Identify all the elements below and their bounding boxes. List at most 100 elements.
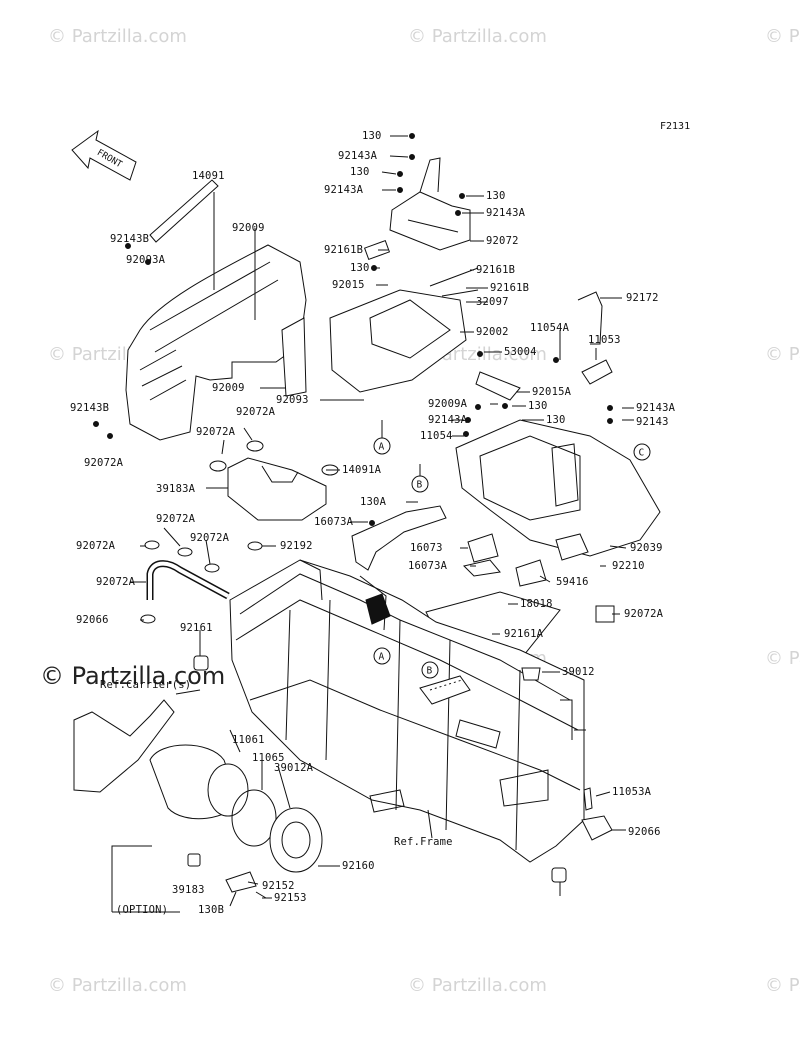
callout-a: A — [379, 652, 385, 663]
part-label: 92160 — [342, 860, 375, 872]
part-label: 92002 — [476, 326, 509, 338]
part-label: 130 — [350, 166, 370, 178]
part-label: 92072A — [96, 576, 136, 588]
watermark: © Partzilla.com — [765, 648, 800, 669]
part-label: 92153 — [274, 892, 307, 904]
bracket-11054a — [581, 359, 613, 385]
part-label: 92015 — [332, 279, 365, 291]
pad-16073a-left — [467, 533, 499, 563]
tray-32097 — [329, 289, 467, 393]
part-label: 92161B — [324, 244, 364, 256]
pad-59416-small — [555, 533, 589, 561]
ref-carrier-label: Ref.Carrier(s) — [100, 679, 192, 691]
part-label: 92143A — [338, 150, 378, 162]
part-label: 39012 — [562, 666, 595, 678]
part-label: 92039 — [630, 542, 663, 554]
leader-lines — [130, 135, 634, 907]
part-label: 92210 — [612, 560, 645, 572]
part-label: 16073A — [408, 560, 448, 572]
part-label: 130 — [528, 400, 548, 412]
watermark: © Partzilla.com — [765, 344, 800, 365]
part-label: 16073A — [314, 516, 354, 528]
nut-92066-top — [193, 655, 209, 671]
bracket-11054 — [351, 505, 447, 571]
callout-circles — [373, 420, 651, 679]
bracket-92072 — [389, 191, 471, 251]
part-label: 14091A — [342, 464, 382, 476]
part-label: 92009A — [428, 398, 468, 410]
bracket-39183a — [577, 291, 603, 345]
callout-a: A — [379, 442, 385, 453]
part-label: 130A — [360, 496, 387, 508]
part-label: 39012A — [274, 762, 314, 774]
part-label: 92072 — [486, 235, 519, 247]
watermark: © Partzilla.com — [765, 975, 800, 996]
part-label: 11053 — [588, 334, 621, 346]
front-arrow-icon — [71, 129, 137, 181]
part-label: 92143A — [324, 184, 364, 196]
box-59416 — [455, 419, 661, 557]
part-label: 130B — [198, 904, 225, 916]
cap-92161a — [595, 605, 615, 623]
part-label: 92072A — [624, 608, 664, 620]
part-label: 53004 — [504, 346, 537, 358]
bolt-92153 — [583, 787, 593, 811]
guard-14091 — [125, 244, 307, 441]
pad-16073 — [463, 559, 501, 577]
seal-strip-92093a — [281, 317, 307, 397]
part-label: 39183A — [156, 483, 196, 495]
callout-c: C — [639, 448, 645, 459]
part-label: 92161A — [504, 628, 544, 640]
part-label: 92072A — [156, 513, 196, 525]
option-label: (OPTION) — [116, 904, 169, 916]
part-label: 92015A — [532, 386, 572, 398]
ref-frame-label: Ref.Frame — [394, 836, 453, 848]
watermark: © Partzilla.com — [48, 26, 187, 47]
part-label: 92172 — [626, 292, 659, 304]
nut-92066-bottom — [551, 867, 567, 883]
part-label: 130 — [362, 130, 382, 142]
part-label: 92093A — [126, 254, 166, 266]
watermark: © Partzilla.com — [408, 975, 547, 996]
watermark: © Partzilla.com — [48, 975, 187, 996]
part-label: 92072A — [236, 406, 276, 418]
part-label: 92066 — [628, 826, 661, 838]
cap-11065 — [269, 807, 323, 873]
part-label: 92143B — [110, 233, 150, 245]
figure-code: F2131 — [660, 121, 691, 132]
cover-14091a — [227, 457, 327, 521]
part-label: 92066 — [76, 614, 109, 626]
bolt-icons — [93, 133, 613, 526]
part-label: 32097 — [476, 296, 509, 308]
part-label: 39183 — [172, 884, 205, 896]
bracket-11053a — [581, 815, 613, 841]
part-label: 14091 — [192, 170, 225, 182]
part-label: 11054A — [530, 322, 570, 334]
part-label: 92192 — [280, 540, 313, 552]
part-label: 92143A — [486, 207, 526, 219]
part-label: 92143A — [636, 402, 676, 414]
part-label: 18018 — [520, 598, 553, 610]
watermark: © Partzilla.com — [765, 26, 800, 47]
part-label: 130 — [546, 414, 566, 426]
pad-16073a-right — [515, 559, 547, 587]
callout-b: B — [417, 480, 423, 491]
hose-92192 — [146, 560, 230, 600]
seal-strip-92093 — [149, 179, 219, 243]
part-label: 130 — [486, 190, 506, 202]
ring-11061 — [231, 789, 277, 847]
part-label: 11061 — [232, 734, 265, 746]
bracket-11053 — [475, 371, 521, 401]
carrier-ref — [73, 699, 175, 793]
part-label: 92009 — [232, 222, 265, 234]
part-label: 92161B — [476, 264, 516, 276]
part-label: 92161 — [180, 622, 213, 634]
part-label: 92143A — [428, 414, 468, 426]
part-label: 92161B — [490, 282, 530, 294]
part-label: 92009 — [212, 382, 245, 394]
part-label: 92072A — [196, 426, 236, 438]
watermark: © Partzilla.com — [408, 26, 547, 47]
part-label: 92143B — [70, 402, 110, 414]
